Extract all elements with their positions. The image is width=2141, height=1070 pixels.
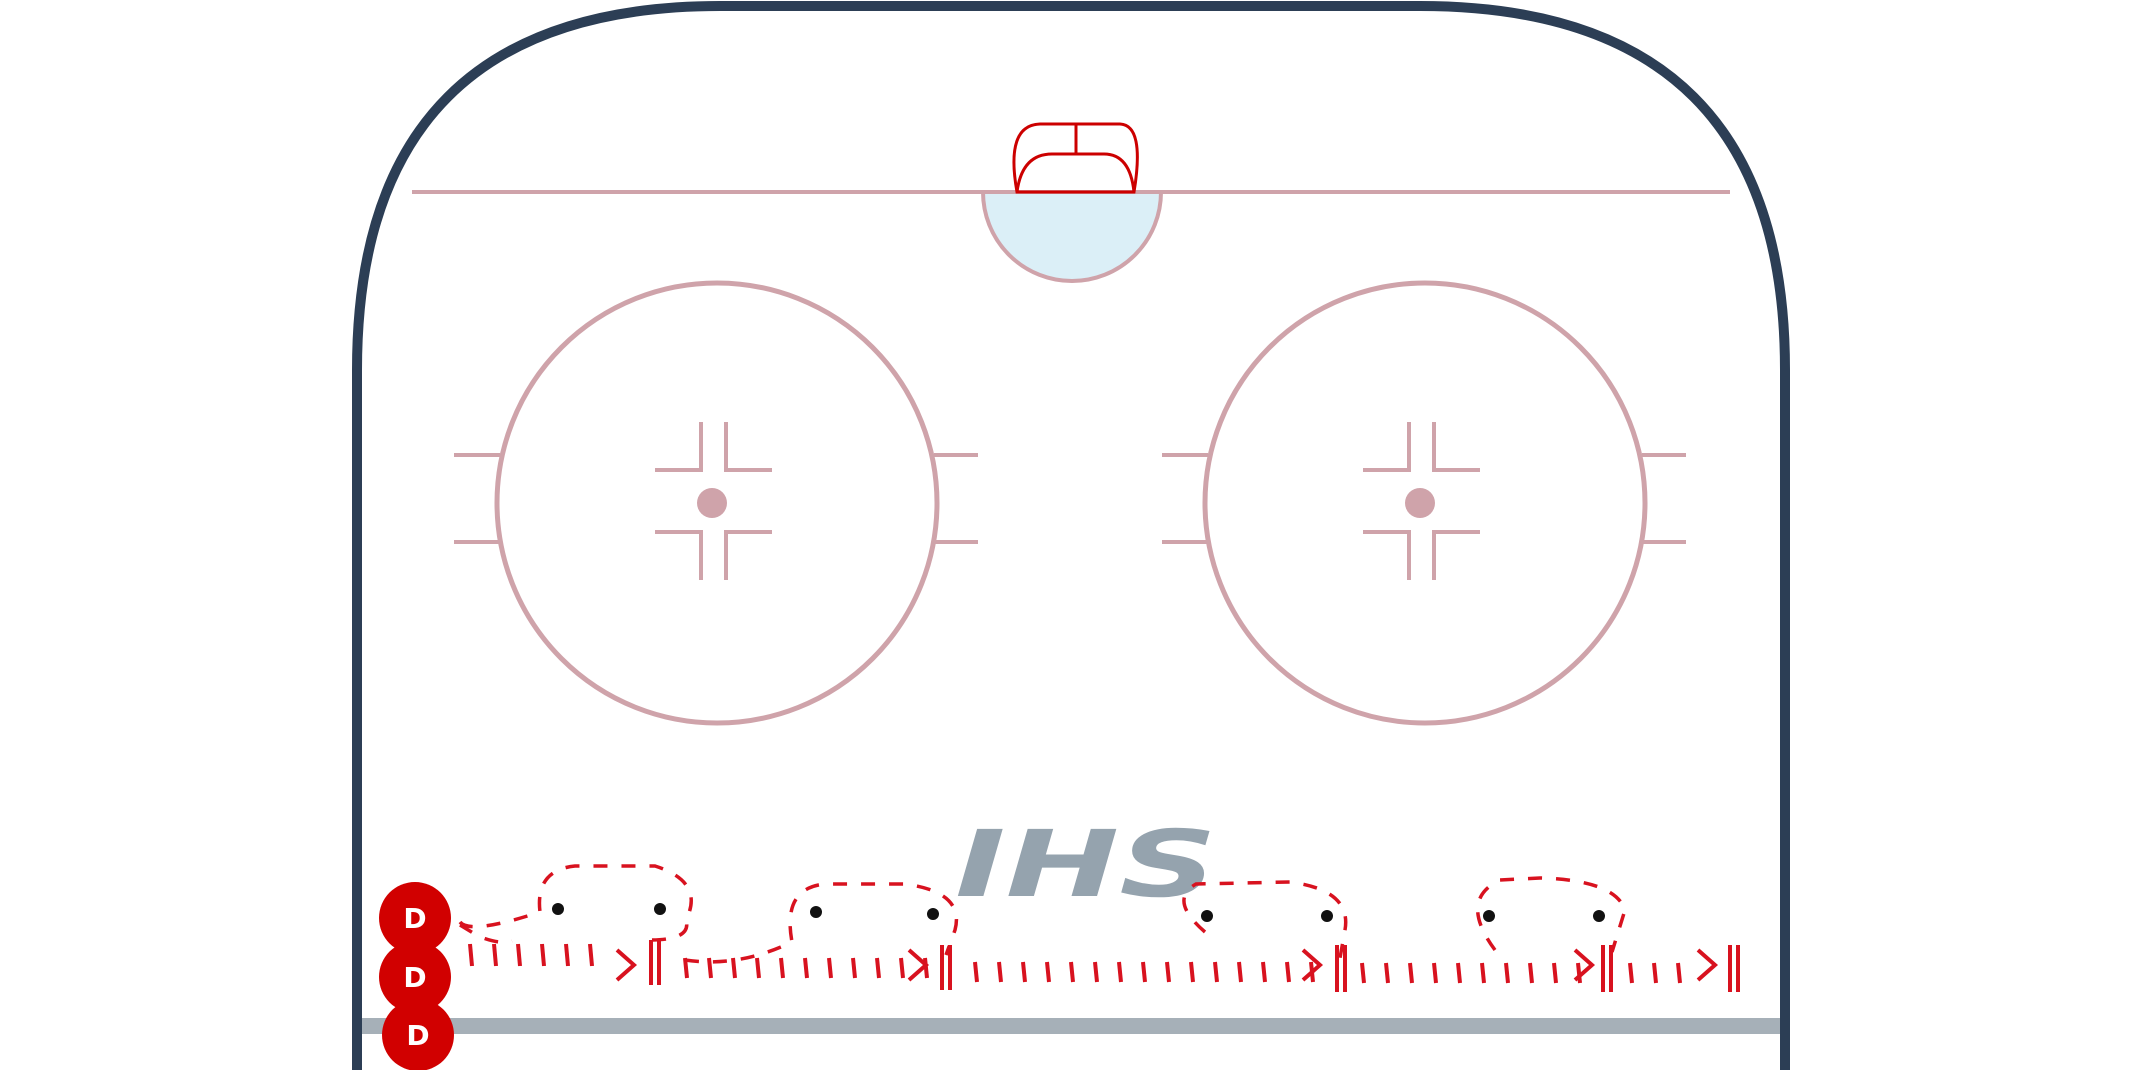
skate-tick <box>1432 962 1438 984</box>
arrow-icon <box>1696 948 1719 982</box>
player-d-2[interactable]: D <box>379 941 451 1013</box>
skate-tick <box>1676 962 1682 984</box>
arrow-icon <box>1573 948 1596 982</box>
player-label: D <box>403 902 426 935</box>
skate-tick <box>755 957 761 979</box>
rink-boards <box>352 1 1790 1070</box>
skate-tick <box>1069 961 1075 983</box>
player-d-1[interactable]: D <box>379 882 451 954</box>
skate-tick <box>923 957 929 979</box>
skate-tick <box>1021 961 1027 983</box>
skate-tick <box>1480 962 1486 984</box>
skate-tick <box>1237 961 1243 983</box>
player-d-3[interactable]: D <box>382 999 454 1070</box>
puck-icon <box>1321 910 1333 922</box>
svg-text:IHS: IHS <box>955 811 1217 918</box>
skate-tick <box>1165 961 1171 983</box>
puck-icon <box>1201 910 1213 922</box>
skate-tick <box>1141 961 1147 983</box>
pucks <box>552 903 1605 922</box>
arrow-icon <box>615 948 638 982</box>
ihs-logo: IHS <box>955 811 1217 918</box>
skate-tick <box>899 957 905 979</box>
skate-tick <box>516 943 522 967</box>
skate-tick <box>851 957 857 979</box>
skate-tick <box>540 943 546 967</box>
skate-tick <box>1261 961 1267 983</box>
skate-tick <box>468 943 474 967</box>
skate-tick <box>564 943 570 967</box>
puck-icon <box>927 908 939 920</box>
faceoff-dot-icon <box>1405 488 1435 518</box>
player-label: D <box>406 1019 429 1052</box>
skate-tick <box>1456 962 1462 984</box>
stop-marker-icon <box>649 940 661 985</box>
skate-tick <box>997 961 1003 983</box>
skate-tick <box>1528 962 1534 984</box>
skate-tick <box>1189 961 1195 983</box>
stop-marker-icon <box>940 945 952 990</box>
skate-tick <box>1045 961 1051 983</box>
puck-icon <box>1483 910 1495 922</box>
skate-tick <box>1408 962 1414 984</box>
skate-tick <box>1628 962 1634 984</box>
skate-tick <box>588 943 594 967</box>
skate-tick <box>1093 961 1099 983</box>
skate-tick <box>827 957 833 979</box>
skate-tick <box>973 961 979 983</box>
skate-tick <box>1576 962 1582 984</box>
skate-tick <box>1213 961 1219 983</box>
faceoff-dot-icon <box>697 488 727 518</box>
skate-tick <box>1552 962 1558 984</box>
skate-tick <box>1360 962 1366 984</box>
arrow-icon <box>907 948 930 982</box>
stop-marker-icon <box>1728 945 1740 992</box>
player-label: D <box>403 961 426 994</box>
faceoff-circle-left <box>454 280 978 726</box>
puck-icon <box>810 906 822 918</box>
goal-net-icon <box>1012 122 1139 194</box>
skating-path <box>458 864 1740 992</box>
puck-icon <box>654 903 666 915</box>
stop-marker-icon <box>1335 945 1347 992</box>
skate-tick <box>1504 962 1510 984</box>
skate-tick <box>1384 962 1390 984</box>
goal-crease <box>980 190 1164 283</box>
skate-lead-in-path <box>459 923 513 944</box>
skate-tick <box>803 957 809 979</box>
skating-ticks <box>468 943 1682 984</box>
faceoff-circle-right <box>1162 280 1686 726</box>
skate-tick <box>492 943 498 967</box>
arrow-icon <box>1301 948 1324 982</box>
stop-marker-icon <box>1601 945 1613 992</box>
skate-tick <box>707 957 713 979</box>
skate-tick <box>731 957 737 979</box>
skate-tick <box>1285 961 1291 983</box>
skate-tick <box>779 957 785 979</box>
skate-tick <box>1652 962 1658 984</box>
puck-icon <box>552 903 564 915</box>
skate-tick <box>1117 961 1123 983</box>
skate-tick <box>875 957 881 979</box>
puck-icon <box>1593 910 1605 922</box>
skate-tick <box>683 957 689 979</box>
